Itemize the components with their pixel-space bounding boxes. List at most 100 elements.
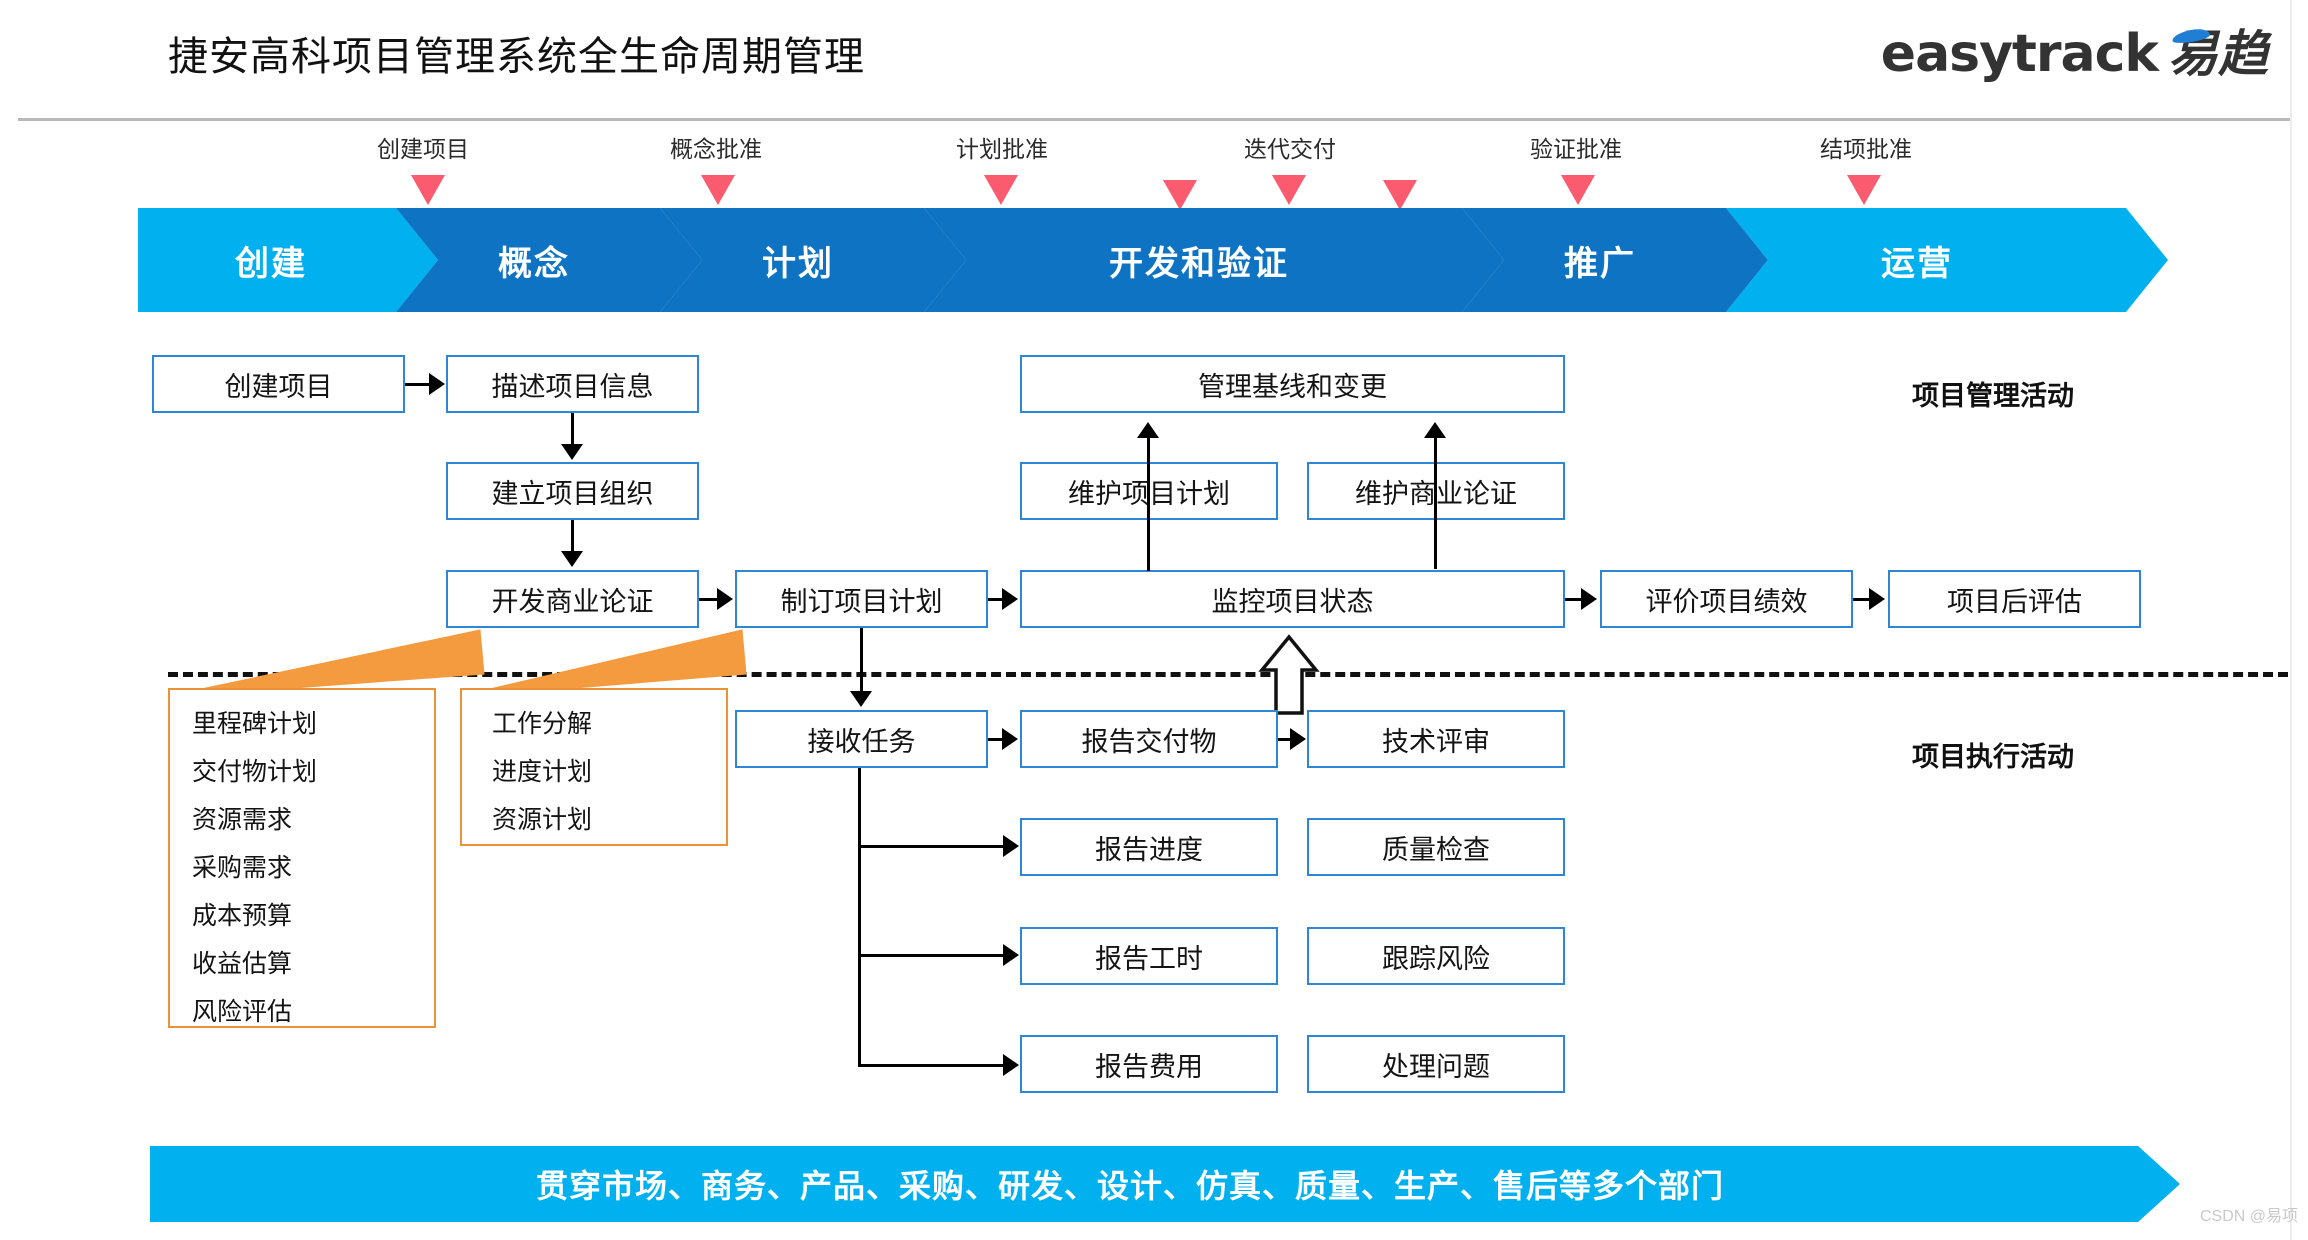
milestone-marker-concept-approval	[701, 175, 735, 205]
box-receive-task[interactable]: 接收任务	[735, 710, 988, 768]
callout-plan-item-6: 风险评估	[192, 998, 293, 1026]
phase-plan-label: 计划	[762, 244, 834, 283]
arrow-create-to-describe	[429, 373, 445, 395]
bottom-banner-text: 贯穿市场、商务、产品、采购、研发、设计、仿真、质量、生产、售后等多个部门	[535, 1168, 1724, 1204]
arrow-describe-to-org	[561, 444, 583, 460]
milestone-marker-verify-approval	[1561, 175, 1595, 205]
page-right-edge-line	[2290, 0, 2292, 1240]
milestone-label-create-project: 创建项目	[377, 136, 469, 162]
milestone-label-iteration-delivery: 迭代交付	[1244, 136, 1336, 162]
arrow-monitor-to-maintain-case	[1424, 422, 1446, 438]
connector-monitor-to-maintain-plan	[1147, 437, 1150, 569]
connector-describe-to-org	[571, 413, 574, 446]
box-handle-issue[interactable]: 处理问题	[1307, 1035, 1565, 1093]
box-report-cost[interactable]: 报告费用	[1020, 1035, 1278, 1093]
arrow-plan-to-receive-task	[850, 691, 872, 707]
lane-divider-dashed	[168, 672, 2288, 677]
arrow-receive-to-deliverable	[1002, 728, 1018, 750]
arrow-trunk-to-progress	[1003, 835, 1019, 857]
phase-operation-label: 运营	[1881, 244, 1953, 283]
callout-schedule-elements: 工作分解 进度计划 资源计划	[460, 688, 728, 846]
connector-trunk-to-progress	[858, 845, 1006, 848]
phase-plan[interactable]: 计划	[660, 208, 966, 312]
arrow-org-to-business-case	[561, 551, 583, 567]
brand-logo-en: easytrack	[1880, 24, 2159, 84]
box-monitor-project-status[interactable]: 监控项目状态	[1020, 570, 1565, 628]
phase-develop-verify-label: 开发和验证	[1109, 244, 1289, 283]
box-quality-check[interactable]: 质量检查	[1307, 818, 1565, 876]
box-report-timesheet[interactable]: 报告工时	[1020, 927, 1278, 985]
callout-plan-item-0: 里程碑计划	[192, 710, 318, 738]
connector-org-to-business-case	[571, 520, 574, 553]
header-divider	[18, 118, 2290, 121]
arrow-monitor-to-evaluate	[1581, 588, 1597, 610]
connector-monitor-to-maintain-case	[1434, 437, 1437, 569]
callout-schedule-item-0: 工作分解	[492, 710, 593, 738]
watermark: CSDN @易项	[2199, 1208, 2298, 1225]
milestone-marker-iteration-2	[1272, 175, 1306, 205]
lane-label-management: 项目管理活动	[1912, 381, 2074, 411]
milestone-row: 创建项目 概念批准 计划批准 迭代交付 验证批准 结项批准	[0, 130, 2308, 210]
arrow-business-case-to-plan	[717, 588, 733, 610]
connector-deliverable-to-review	[1278, 738, 1292, 741]
phase-create-label: 创建	[235, 244, 307, 283]
connector-create-to-describe	[405, 383, 431, 386]
page-title: 捷安高科项目管理系统全生命周期管理	[168, 35, 865, 79]
arrow-evaluate-to-post-review	[1869, 588, 1885, 610]
connector-plan-to-monitor	[988, 598, 1004, 601]
box-describe-project-info[interactable]: 描述项目信息	[446, 355, 699, 413]
arrow-trunk-to-cost	[1003, 1054, 1019, 1076]
callout-plan-item-3: 采购需求	[192, 854, 293, 882]
phase-develop-verify[interactable]: 开发和验证	[924, 208, 1504, 312]
box-report-progress[interactable]: 报告进度	[1020, 818, 1278, 876]
connector-business-case-to-plan	[699, 598, 719, 601]
connector-monitor-to-evaluate	[1565, 598, 1583, 601]
brand-logo-cn: 易趋	[2168, 14, 2268, 86]
phase-promotion[interactable]: 推广	[1462, 208, 1768, 312]
connector-maintain-plan-up	[1147, 548, 1150, 571]
brand-logo: easytrack 易趋	[1881, 14, 2268, 86]
arrow-trunk-to-timesheet	[1003, 944, 1019, 966]
lane-label-execution: 项目执行活动	[1912, 742, 2074, 772]
callout-plan-item-1: 交付物计划	[192, 758, 318, 786]
callout-plan-item-2: 资源需求	[192, 806, 293, 834]
box-evaluate-performance[interactable]: 评价项目绩效	[1600, 570, 1853, 628]
box-manage-baseline-change[interactable]: 管理基线和变更	[1020, 355, 1565, 413]
box-build-project-org[interactable]: 建立项目组织	[446, 462, 699, 520]
bottom-banner: 贯穿市场、商务、产品、采购、研发、设计、仿真、质量、生产、售后等多个部门	[150, 1146, 2180, 1222]
callout-plan-elements: 里程碑计划 交付物计划 资源需求 采购需求 成本预算 收益估算 风险评估	[168, 688, 436, 1028]
milestone-label-concept-approval: 概念批准	[670, 136, 762, 162]
connector-evaluate-to-post-review	[1853, 598, 1871, 601]
box-report-deliverable[interactable]: 报告交付物	[1020, 710, 1278, 768]
milestone-marker-plan-approval	[984, 175, 1018, 205]
box-create-project[interactable]: 创建项目	[152, 355, 405, 413]
phase-create[interactable]: 创建	[138, 208, 438, 312]
milestone-marker-create-project	[411, 175, 445, 205]
connector-trunk-to-timesheet	[858, 954, 1006, 957]
lane-up-arrow-icon	[1258, 634, 1320, 715]
phase-operation[interactable]: 运营	[1726, 208, 2168, 312]
phase-promotion-label: 推广	[1564, 244, 1636, 283]
milestone-marker-iteration-1	[1163, 180, 1197, 210]
connector-receive-task-trunk	[858, 768, 861, 1067]
phase-concept-label: 概念	[498, 244, 570, 283]
bottom-banner-shape	[150, 1146, 2180, 1222]
milestone-label-plan-approval: 计划批准	[956, 136, 1048, 162]
callout-schedule-item-1: 进度计划	[492, 758, 593, 786]
phase-chevron-bar: 创建 概念 计划 开发和验证 推广 运营	[138, 208, 2168, 312]
callout-schedule-item-2: 资源计划	[492, 806, 593, 834]
box-post-project-review[interactable]: 项目后评估	[1888, 570, 2141, 628]
milestone-marker-closure-approval	[1847, 175, 1881, 205]
box-track-risk[interactable]: 跟踪风险	[1307, 927, 1565, 985]
box-develop-business-case[interactable]: 开发商业论证	[446, 570, 699, 628]
callout-plan-item-5: 收益估算	[192, 950, 293, 978]
connector-receive-to-deliverable	[988, 738, 1004, 741]
milestone-marker-iteration-3	[1383, 180, 1417, 210]
box-make-project-plan[interactable]: 制订项目计划	[735, 570, 988, 628]
box-technical-review[interactable]: 技术评审	[1307, 710, 1565, 768]
phase-concept[interactable]: 概念	[396, 208, 702, 312]
callout-plan-item-4: 成本预算	[192, 902, 293, 930]
arrow-deliverable-to-review	[1290, 728, 1306, 750]
milestone-label-closure-approval: 结项批准	[1820, 136, 1912, 162]
connector-trunk-to-cost	[858, 1064, 1006, 1067]
